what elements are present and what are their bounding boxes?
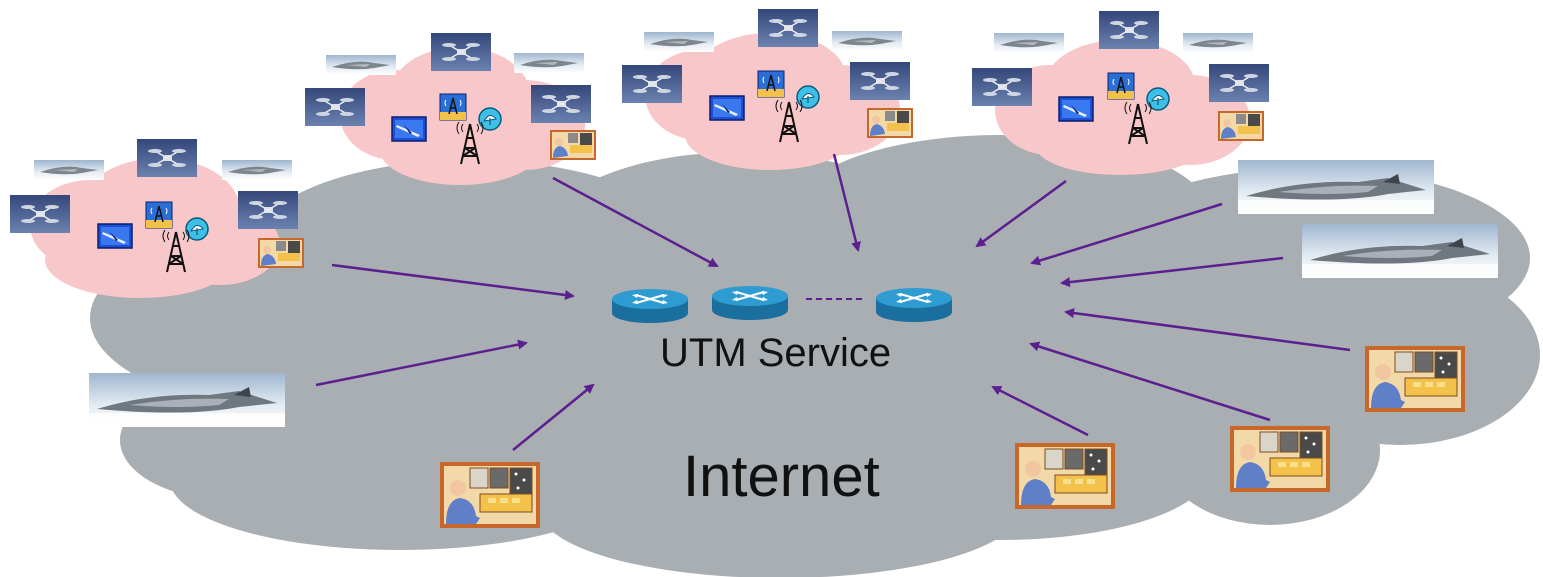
stealth-uav-icon bbox=[1183, 33, 1253, 53]
operator-console-icon bbox=[439, 461, 541, 529]
quadcopter-drone-icon bbox=[757, 8, 819, 48]
stealth-uav-icon bbox=[326, 55, 396, 75]
arrow-cluster2-to-utm bbox=[552, 176, 719, 268]
stealth-uav-icon bbox=[34, 160, 104, 180]
operator-console-icon bbox=[1218, 111, 1264, 141]
satellite-dish-icon bbox=[1146, 87, 1170, 111]
operator-console-icon bbox=[550, 130, 596, 160]
quadcopter-drone-icon bbox=[971, 67, 1033, 107]
arrow-operator4-to-utm bbox=[1064, 308, 1351, 352]
operator-console-icon bbox=[867, 108, 913, 138]
arrow-uav2-to-utm bbox=[1060, 256, 1284, 288]
quadcopter-drone-icon bbox=[530, 84, 592, 124]
stealth-uav-icon bbox=[514, 53, 584, 73]
operator-console-icon bbox=[258, 238, 304, 268]
aircraft-icon bbox=[709, 95, 745, 121]
satellite-dish-icon bbox=[478, 107, 502, 131]
utm-service-label: UTM Service bbox=[660, 331, 891, 375]
arrow-cluster3-to-utm bbox=[832, 153, 861, 252]
operator-console-icon bbox=[1364, 345, 1466, 413]
aircraft-icon bbox=[97, 223, 133, 249]
uas-cluster-cloud-3 bbox=[645, 33, 900, 170]
connection-arrows bbox=[315, 153, 1351, 451]
stealth-uav-icon bbox=[644, 32, 714, 52]
quadcopter-drone-icon bbox=[9, 194, 71, 234]
router-icon bbox=[710, 284, 790, 322]
stealth-uav-icon bbox=[1238, 160, 1434, 214]
quadcopter-drone-icon bbox=[136, 138, 198, 178]
quadcopter-drone-icon bbox=[621, 64, 683, 104]
arrow-cluster1-to-utm bbox=[331, 263, 575, 300]
operator-console-icon bbox=[1229, 425, 1331, 493]
antenna-icon bbox=[1107, 72, 1135, 100]
aircraft-icon bbox=[391, 116, 427, 142]
stealth-uav-icon bbox=[89, 373, 285, 427]
arrow-uav1-to-utm bbox=[1030, 202, 1223, 266]
router-icon bbox=[610, 287, 690, 325]
quadcopter-drone-icon bbox=[237, 190, 299, 230]
arrow-operator3-to-utm bbox=[1029, 341, 1271, 422]
stealth-uav-icon bbox=[222, 160, 292, 180]
arrow-cluster4-to-utm bbox=[975, 179, 1067, 248]
quadcopter-drone-icon bbox=[1098, 10, 1160, 50]
arrow-operator2-to-utm bbox=[991, 385, 1089, 437]
aircraft-icon bbox=[1058, 96, 1094, 122]
antenna-icon bbox=[439, 93, 467, 121]
quadcopter-drone-icon bbox=[430, 32, 492, 72]
antenna-icon bbox=[757, 70, 785, 98]
stealth-uav-icon bbox=[1302, 224, 1498, 278]
quadcopter-drone-icon bbox=[849, 61, 911, 101]
quadcopter-drone-icon bbox=[1208, 63, 1270, 103]
operator-console-icon bbox=[1014, 442, 1116, 510]
antenna-icon bbox=[145, 201, 173, 229]
arrow-uav3-to-utm bbox=[315, 339, 528, 387]
arrow-operator1-to-utm bbox=[512, 383, 595, 451]
router-icon bbox=[874, 286, 954, 324]
quadcopter-drone-icon bbox=[304, 87, 366, 127]
stealth-uav-icon bbox=[994, 33, 1064, 53]
internet-label: Internet bbox=[683, 444, 880, 509]
stealth-uav-icon bbox=[832, 31, 902, 51]
satellite-dish-icon bbox=[796, 85, 820, 109]
